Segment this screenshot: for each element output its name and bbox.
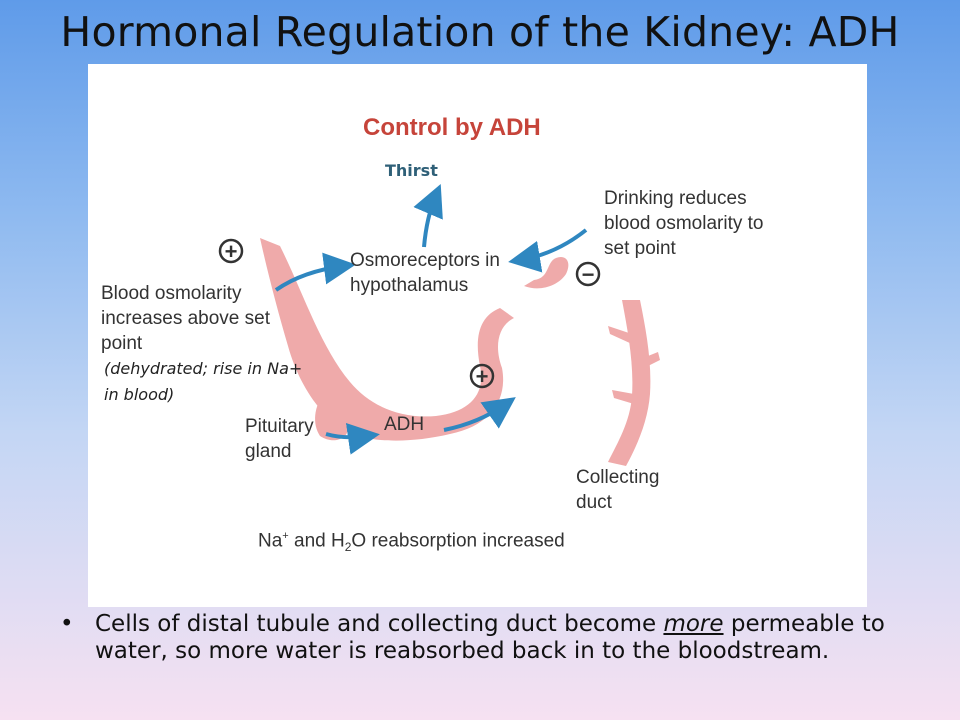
reabsorption-label: Na+ and H2O reabsorption increased: [258, 530, 565, 554]
adh-diagram: + − + Control by ADH Thirst Drinking red…: [88, 64, 867, 607]
reabsorption-middle: and H: [288, 530, 345, 552]
collecting-duct-branch-3: [612, 390, 634, 404]
collecting-duct-branch-1: [608, 326, 632, 344]
infundibulum-curl: [524, 256, 569, 289]
collecting-duct-tissue: [608, 300, 651, 466]
thirst-label: Thirst: [385, 161, 438, 180]
slide-title: Hormonal Regulation of the Kidney: ADH: [60, 8, 900, 56]
dehydrated-note: (dehydrated; rise in Na+ in blood): [104, 359, 303, 404]
osmoreceptors-label: Osmoreceptors in hypothalamus: [350, 250, 500, 296]
plus-symbol-right: [469, 363, 495, 389]
thirst-arrow: [413, 183, 443, 248]
plus-symbol-right-glyph: +: [476, 364, 489, 389]
drinking-arrow: [508, 228, 588, 273]
drinking-label: Drinking reduces blood osmolarity to set…: [604, 188, 764, 259]
blood-osmolarity-label: Blood osmolarity increases above set poi…: [101, 283, 270, 354]
pituitary-label: Pituitary gland: [245, 416, 314, 462]
blood-to-osmo-arrow: [274, 252, 356, 292]
adh-label: ADH: [384, 414, 425, 435]
pituitary-arrow: [325, 422, 380, 455]
diagram-graphics: + − +: [218, 183, 660, 466]
bullet-text-after: permeable to water, so more water is rea…: [95, 611, 885, 664]
plus-symbol-left: [218, 238, 244, 264]
pituitary-tissue: [315, 394, 349, 441]
reabsorption-prefix: Na: [258, 530, 283, 552]
minus-symbol-glyph: −: [582, 262, 595, 287]
adh-to-duct-arrow: [443, 397, 516, 432]
collecting-duct-label: Collecting duct: [576, 467, 660, 513]
reabsorption-sup: +: [282, 530, 289, 542]
minus-symbol: [575, 261, 601, 287]
reabsorption-suffix: O reabsorption increased: [351, 530, 565, 552]
bullet-emphasis: more: [663, 611, 724, 637]
hypothalamus-tissue: [260, 238, 514, 441]
plus-symbol-left-glyph: +: [225, 239, 238, 264]
diagram-title: Control by ADH: [363, 114, 541, 141]
bullet-text-before: Cells of distal tubule and collecting du…: [95, 611, 664, 637]
collecting-duct-branch-2: [638, 352, 660, 370]
bullet-text: Cells of distal tubule and collecting du…: [95, 611, 925, 665]
reabsorption-sub: 2: [344, 540, 352, 555]
bullet-marker: •: [60, 611, 74, 637]
